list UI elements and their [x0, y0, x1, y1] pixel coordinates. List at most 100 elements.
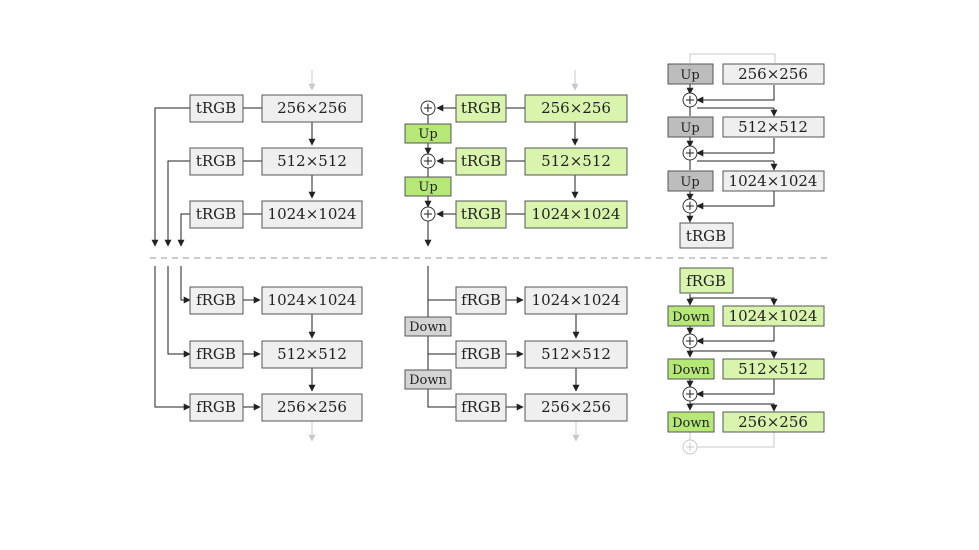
trgb-box [679, 222, 734, 249]
res-box-256 [524, 94, 628, 123]
frgb-label: fRGB [461, 398, 501, 416]
res-label: 512×512 [277, 152, 347, 170]
trgb-box [189, 147, 244, 176]
up-box [667, 170, 714, 192]
trgb-label: tRGB [196, 205, 236, 223]
up-label: Up [418, 180, 437, 195]
res-label: 1024×1024 [268, 291, 357, 309]
res-box-1024 [722, 305, 825, 327]
res-label: 256×256 [277, 398, 347, 416]
trgb-label: tRGB [196, 152, 236, 170]
up-label: Up [680, 68, 699, 83]
plus-circle-icon [682, 198, 698, 214]
up-label: Up [680, 121, 699, 136]
down-label: Down [672, 363, 710, 378]
frgb-label: fRGB [196, 291, 236, 309]
trgb-label: tRGB [461, 99, 501, 117]
up-box [667, 116, 714, 138]
res-box-256 [524, 393, 628, 422]
down-label: Down [409, 373, 447, 388]
plus-circle-icon [420, 153, 436, 169]
res-box-1024 [722, 170, 825, 192]
trgb-label: tRGB [686, 227, 726, 245]
trgb-box [455, 94, 507, 123]
plus-circle-icon [682, 92, 698, 108]
res-label: 512×512 [738, 360, 808, 378]
res-label: 1024×1024 [532, 291, 621, 309]
frgb-box [189, 393, 244, 422]
res-box-512 [722, 116, 825, 138]
res-label: 256×256 [541, 398, 611, 416]
res-box-1024 [524, 200, 628, 229]
trgb-label: tRGB [461, 205, 501, 223]
plus-label: + [685, 199, 696, 214]
res-label: 512×512 [541, 152, 611, 170]
frgb-label: fRGB [461, 291, 501, 309]
plus-label: + [685, 440, 696, 455]
res-box-1024 [261, 200, 363, 229]
faded-plus-circle-icon [682, 439, 698, 455]
plus-label: + [423, 154, 434, 169]
res-box-512 [261, 340, 363, 369]
frgb-box [455, 393, 507, 422]
frgb-label: fRGB [461, 345, 501, 363]
panel-e-discriminator [427, 266, 580, 442]
up-box [667, 63, 714, 85]
res-label: 512×512 [277, 345, 347, 363]
res-label: 256×256 [277, 99, 347, 117]
res-label: 1024×1024 [268, 205, 357, 223]
trgb-box [189, 200, 244, 229]
res-box-1024 [261, 286, 363, 315]
trgb-box [189, 94, 244, 123]
res-box-512 [524, 340, 628, 369]
res-box-256 [261, 94, 363, 123]
plus-label: + [423, 101, 434, 116]
panel-b-generator [424, 70, 579, 247]
panel-a-generator [151, 70, 316, 247]
trgb-label: tRGB [196, 99, 236, 117]
trgb-box [455, 200, 507, 229]
down-label: Down [672, 416, 710, 431]
down-label: Down [672, 310, 710, 325]
res-label: 512×512 [738, 118, 808, 136]
plus-label: + [685, 146, 696, 161]
frgb-box [679, 267, 734, 294]
down-box [404, 369, 452, 390]
plus-label: + [685, 387, 696, 402]
frgb-box [455, 286, 507, 315]
down-label: Down [409, 320, 447, 335]
res-box-1024 [524, 286, 628, 315]
res-label: 256×256 [738, 413, 808, 431]
plus-circle-icon [420, 100, 436, 116]
plus-circle-icon [682, 333, 698, 349]
res-label: 1024×1024 [532, 205, 621, 223]
panel-c-generator [686, 53, 778, 223]
frgb-label: fRGB [686, 272, 726, 290]
down-box [404, 316, 452, 337]
plus-circle-icon [420, 206, 436, 222]
res-box-256 [722, 63, 825, 85]
res-box-256 [722, 411, 825, 433]
res-box-512 [261, 147, 363, 176]
res-label: 512×512 [541, 345, 611, 363]
plus-label: + [685, 334, 696, 349]
frgb-box [189, 340, 244, 369]
res-label: 256×256 [738, 65, 808, 83]
res-label: 1024×1024 [729, 307, 818, 325]
res-box-256 [261, 393, 363, 422]
up-label: Up [680, 175, 699, 190]
down-box [667, 305, 715, 327]
panel-d-discriminator [154, 266, 316, 442]
plus-label: + [423, 207, 434, 222]
plus-circle-icon [682, 145, 698, 161]
frgb-label: fRGB [196, 398, 236, 416]
down-box [667, 358, 715, 380]
up-label: Up [418, 127, 437, 142]
trgb-label: tRGB [461, 152, 501, 170]
plus-circle-icon [682, 386, 698, 402]
res-box-512 [722, 358, 825, 380]
up-box [404, 123, 452, 144]
trgb-box [455, 147, 507, 176]
res-box-512 [524, 147, 628, 176]
